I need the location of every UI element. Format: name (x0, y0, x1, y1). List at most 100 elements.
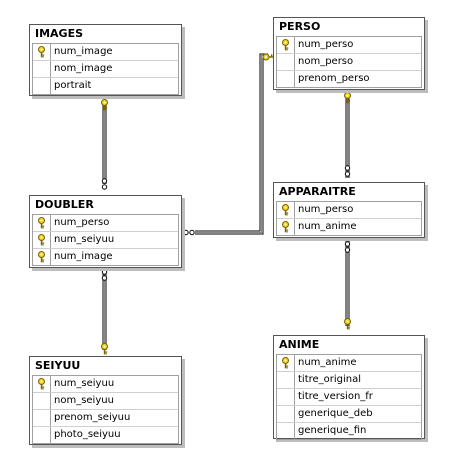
table-apparaitre[interactable]: APPARAITRE num_perso num_anime (273, 182, 425, 238)
rel-perso-doubler (183, 53, 275, 236)
key-cell (277, 423, 295, 439)
key-icon (344, 92, 351, 104)
column-row[interactable]: nom_perso (277, 53, 421, 70)
column-name: generique_deb (298, 408, 373, 419)
infinity-icon (101, 178, 108, 190)
column-row[interactable]: titre_original (277, 371, 421, 388)
column-name: titre_version_fr (298, 391, 373, 402)
column-name: num_anime (298, 221, 357, 232)
key-icon (101, 343, 108, 355)
column-row[interactable]: num_image (33, 44, 178, 60)
key-cell (277, 355, 295, 371)
key-cell (277, 54, 295, 70)
column-name: num_seiyuu (54, 378, 115, 389)
key-cell (33, 249, 51, 265)
column-row[interactable]: titre_version_fr (277, 388, 421, 405)
column-list: num_image nom_image portrait (32, 43, 179, 95)
rel-images-doubler (101, 99, 108, 190)
column-list: num_perso nom_perso prenom_perso (276, 36, 422, 88)
key-cell (33, 427, 51, 443)
key-icon (282, 221, 289, 233)
rel-perso-apparaitre (344, 92, 351, 178)
column-row[interactable]: nom_seiyuu (33, 392, 178, 409)
column-row[interactable]: nom_image (33, 60, 178, 77)
key-cell (277, 37, 295, 53)
column-row[interactable]: prenom_seiyuu (33, 409, 178, 426)
column-name: num_seiyuu (54, 234, 115, 245)
key-cell (277, 389, 295, 405)
column-name: nom_perso (298, 56, 354, 67)
key-cell (33, 376, 51, 392)
column-name: num_perso (54, 217, 110, 228)
column-name: prenom_seiyuu (54, 412, 131, 423)
key-cell (33, 215, 51, 231)
table-title: PERSO (274, 18, 424, 36)
key-icon (38, 251, 45, 263)
column-row[interactable]: num_perso (277, 202, 421, 218)
column-row[interactable]: num_perso (33, 215, 178, 231)
infinity-icon (344, 165, 351, 177)
column-name: num_perso (298, 39, 354, 50)
key-cell (277, 372, 295, 388)
column-row[interactable]: num_seiyuu (33, 376, 178, 392)
column-name: generique_fin (298, 425, 367, 436)
column-name: portrait (54, 80, 92, 91)
table-doubler[interactable]: DOUBLER num_perso num_seiyuu num_image (29, 195, 182, 268)
column-row[interactable]: portrait (33, 77, 178, 94)
key-cell (33, 410, 51, 426)
rel-anime-apparaitre (344, 240, 351, 330)
key-cell (277, 219, 295, 235)
column-row[interactable]: generique_fin (277, 422, 421, 439)
table-perso[interactable]: PERSO num_perso nom_perso prenom_perso (273, 17, 425, 90)
column-row[interactable]: prenom_perso (277, 70, 421, 87)
table-images[interactable]: IMAGES num_image nom_image portrait (29, 24, 182, 96)
column-name: prenom_perso (298, 73, 370, 84)
key-icon (101, 99, 108, 111)
column-row[interactable]: generique_deb (277, 405, 421, 422)
column-name: titre_original (298, 374, 362, 385)
column-name: num_perso (298, 204, 354, 215)
key-icon (282, 39, 289, 51)
column-name: num_image (54, 46, 113, 57)
table-title: APPARAITRE (274, 183, 424, 201)
key-icon (38, 378, 45, 390)
column-row[interactable]: num_image (33, 248, 178, 265)
column-row[interactable]: photo_seiyuu (33, 426, 178, 443)
key-icon (38, 234, 45, 246)
key-cell (277, 406, 295, 422)
table-title: DOUBLER (30, 196, 181, 214)
column-name: photo_seiyuu (54, 429, 121, 440)
column-row[interactable]: num_perso (277, 37, 421, 53)
key-icon (38, 217, 45, 229)
column-name: nom_seiyuu (54, 395, 114, 406)
column-list: num_seiyuu nom_seiyuu prenom_seiyuu photo_s… (32, 375, 179, 444)
table-title: IMAGES (30, 25, 181, 43)
key-cell (33, 44, 51, 60)
column-name: nom_image (54, 63, 113, 74)
key-icon (344, 318, 351, 330)
key-icon (38, 46, 45, 58)
infinity-icon (183, 229, 195, 236)
column-row[interactable]: num_anime (277, 218, 421, 235)
column-row[interactable]: num_anime (277, 355, 421, 371)
column-name: num_anime (298, 357, 357, 368)
column-row[interactable]: num_seiyuu (33, 231, 178, 248)
key-icon (282, 204, 289, 216)
infinity-icon (344, 241, 351, 253)
key-cell (33, 61, 51, 77)
column-name: num_image (54, 251, 113, 262)
key-cell (33, 393, 51, 409)
key-cell (33, 78, 51, 94)
key-cell (277, 202, 295, 218)
key-cell (33, 232, 51, 248)
column-list: num_perso num_anime (276, 201, 422, 236)
column-list: num_perso num_seiyuu num_image (32, 214, 179, 266)
key-icon (282, 357, 289, 369)
infinity-icon (101, 269, 108, 281)
key-cell (277, 71, 295, 87)
rel-seiyuu-doubler (101, 269, 108, 355)
